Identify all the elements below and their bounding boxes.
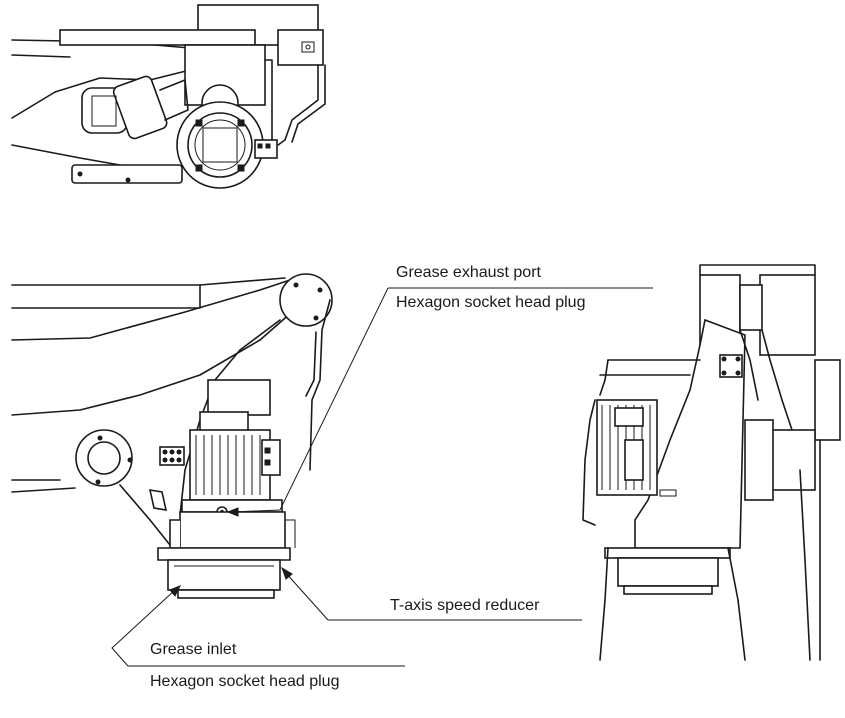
inlet-leader <box>111 589 176 667</box>
side-view-drawing <box>582 264 841 661</box>
label-grease-exhaust-port: Grease exhaust port <box>396 264 541 281</box>
reducer-arrow <box>281 566 293 580</box>
motor-cover <box>207 379 271 416</box>
exhaust-arrow <box>226 507 239 517</box>
inlet-arrow <box>169 585 182 597</box>
exhaust-leader <box>231 287 389 513</box>
label-exhaust-plug: Hexagon socket head plug <box>396 294 586 311</box>
front-view-drawing <box>11 273 333 599</box>
label-t-axis-speed-reducer: T-axis speed reducer <box>390 597 540 614</box>
motor-body <box>189 429 271 501</box>
speed-reducer <box>167 559 281 591</box>
leader-lines <box>111 287 653 667</box>
upper-pivot <box>279 273 333 327</box>
label-inlet-plug: Hexagon socket head plug <box>150 673 340 690</box>
reducer-leader <box>284 571 329 621</box>
label-grease-inlet: Grease inlet <box>150 641 237 658</box>
top-view-drawing <box>11 4 326 189</box>
